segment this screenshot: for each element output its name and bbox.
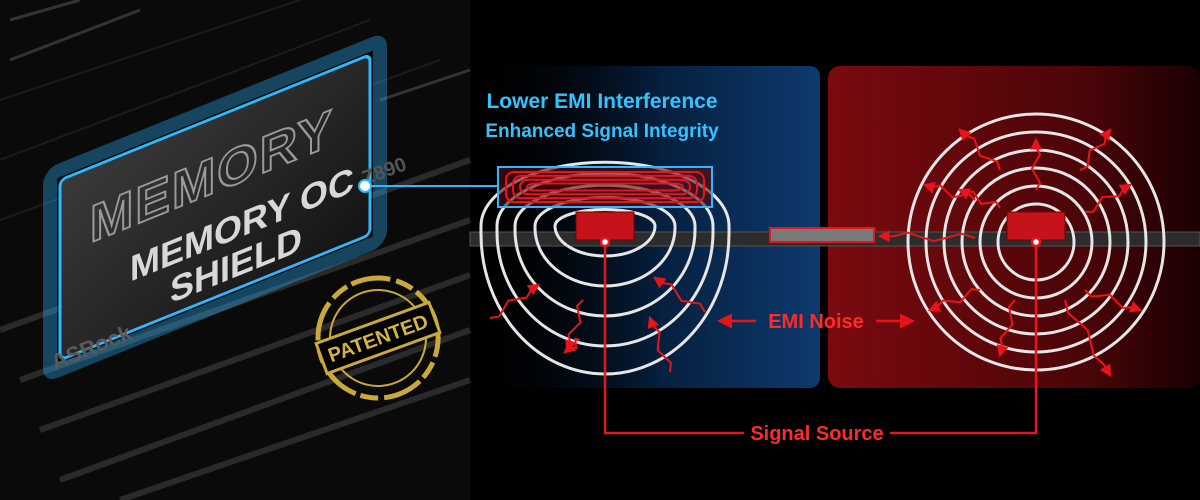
shield-plate [497, 166, 713, 208]
emi-noise-arrows [489, 128, 1143, 378]
shield-trace [505, 171, 705, 203]
right-signal-chip [1006, 211, 1066, 241]
noise-arrow [564, 299, 584, 353]
memory-shield-chip: MEMORY MEMORY OC SHIELD [43, 35, 387, 379]
blue-panel [470, 66, 820, 388]
noise-arrow [653, 276, 706, 313]
noise-arrow [996, 299, 1016, 358]
noise-arrow [1079, 128, 1112, 171]
signal-source-lines [599, 236, 1042, 435]
neighbor-component [769, 227, 875, 243]
noise-arrow [1084, 289, 1143, 313]
emi-noise-label-group: EMI Noise [717, 311, 915, 333]
noise-arrow [1064, 299, 1112, 378]
noise-arrow [1030, 137, 1042, 191]
callout-connector [358, 179, 498, 193]
emi-noise-label: EMI Noise [768, 311, 864, 333]
callout-line2: Enhanced Signal Integrity [485, 121, 719, 142]
shield-trace [526, 182, 684, 192]
shield-trace [519, 178, 691, 196]
noise-arrow [927, 288, 981, 312]
noise-arrow [647, 315, 672, 373]
left-signal-chip [575, 211, 635, 241]
noise-arrow [1084, 183, 1133, 213]
signal-source-label: Signal Source [750, 423, 883, 445]
noise-arrow [957, 188, 1001, 209]
callout-line1: Lower EMI Interference [486, 90, 717, 113]
noise-arrow [958, 128, 1001, 171]
noise-arrow [877, 230, 976, 243]
noise-arrow [489, 283, 540, 319]
shield-trace [512, 174, 698, 200]
